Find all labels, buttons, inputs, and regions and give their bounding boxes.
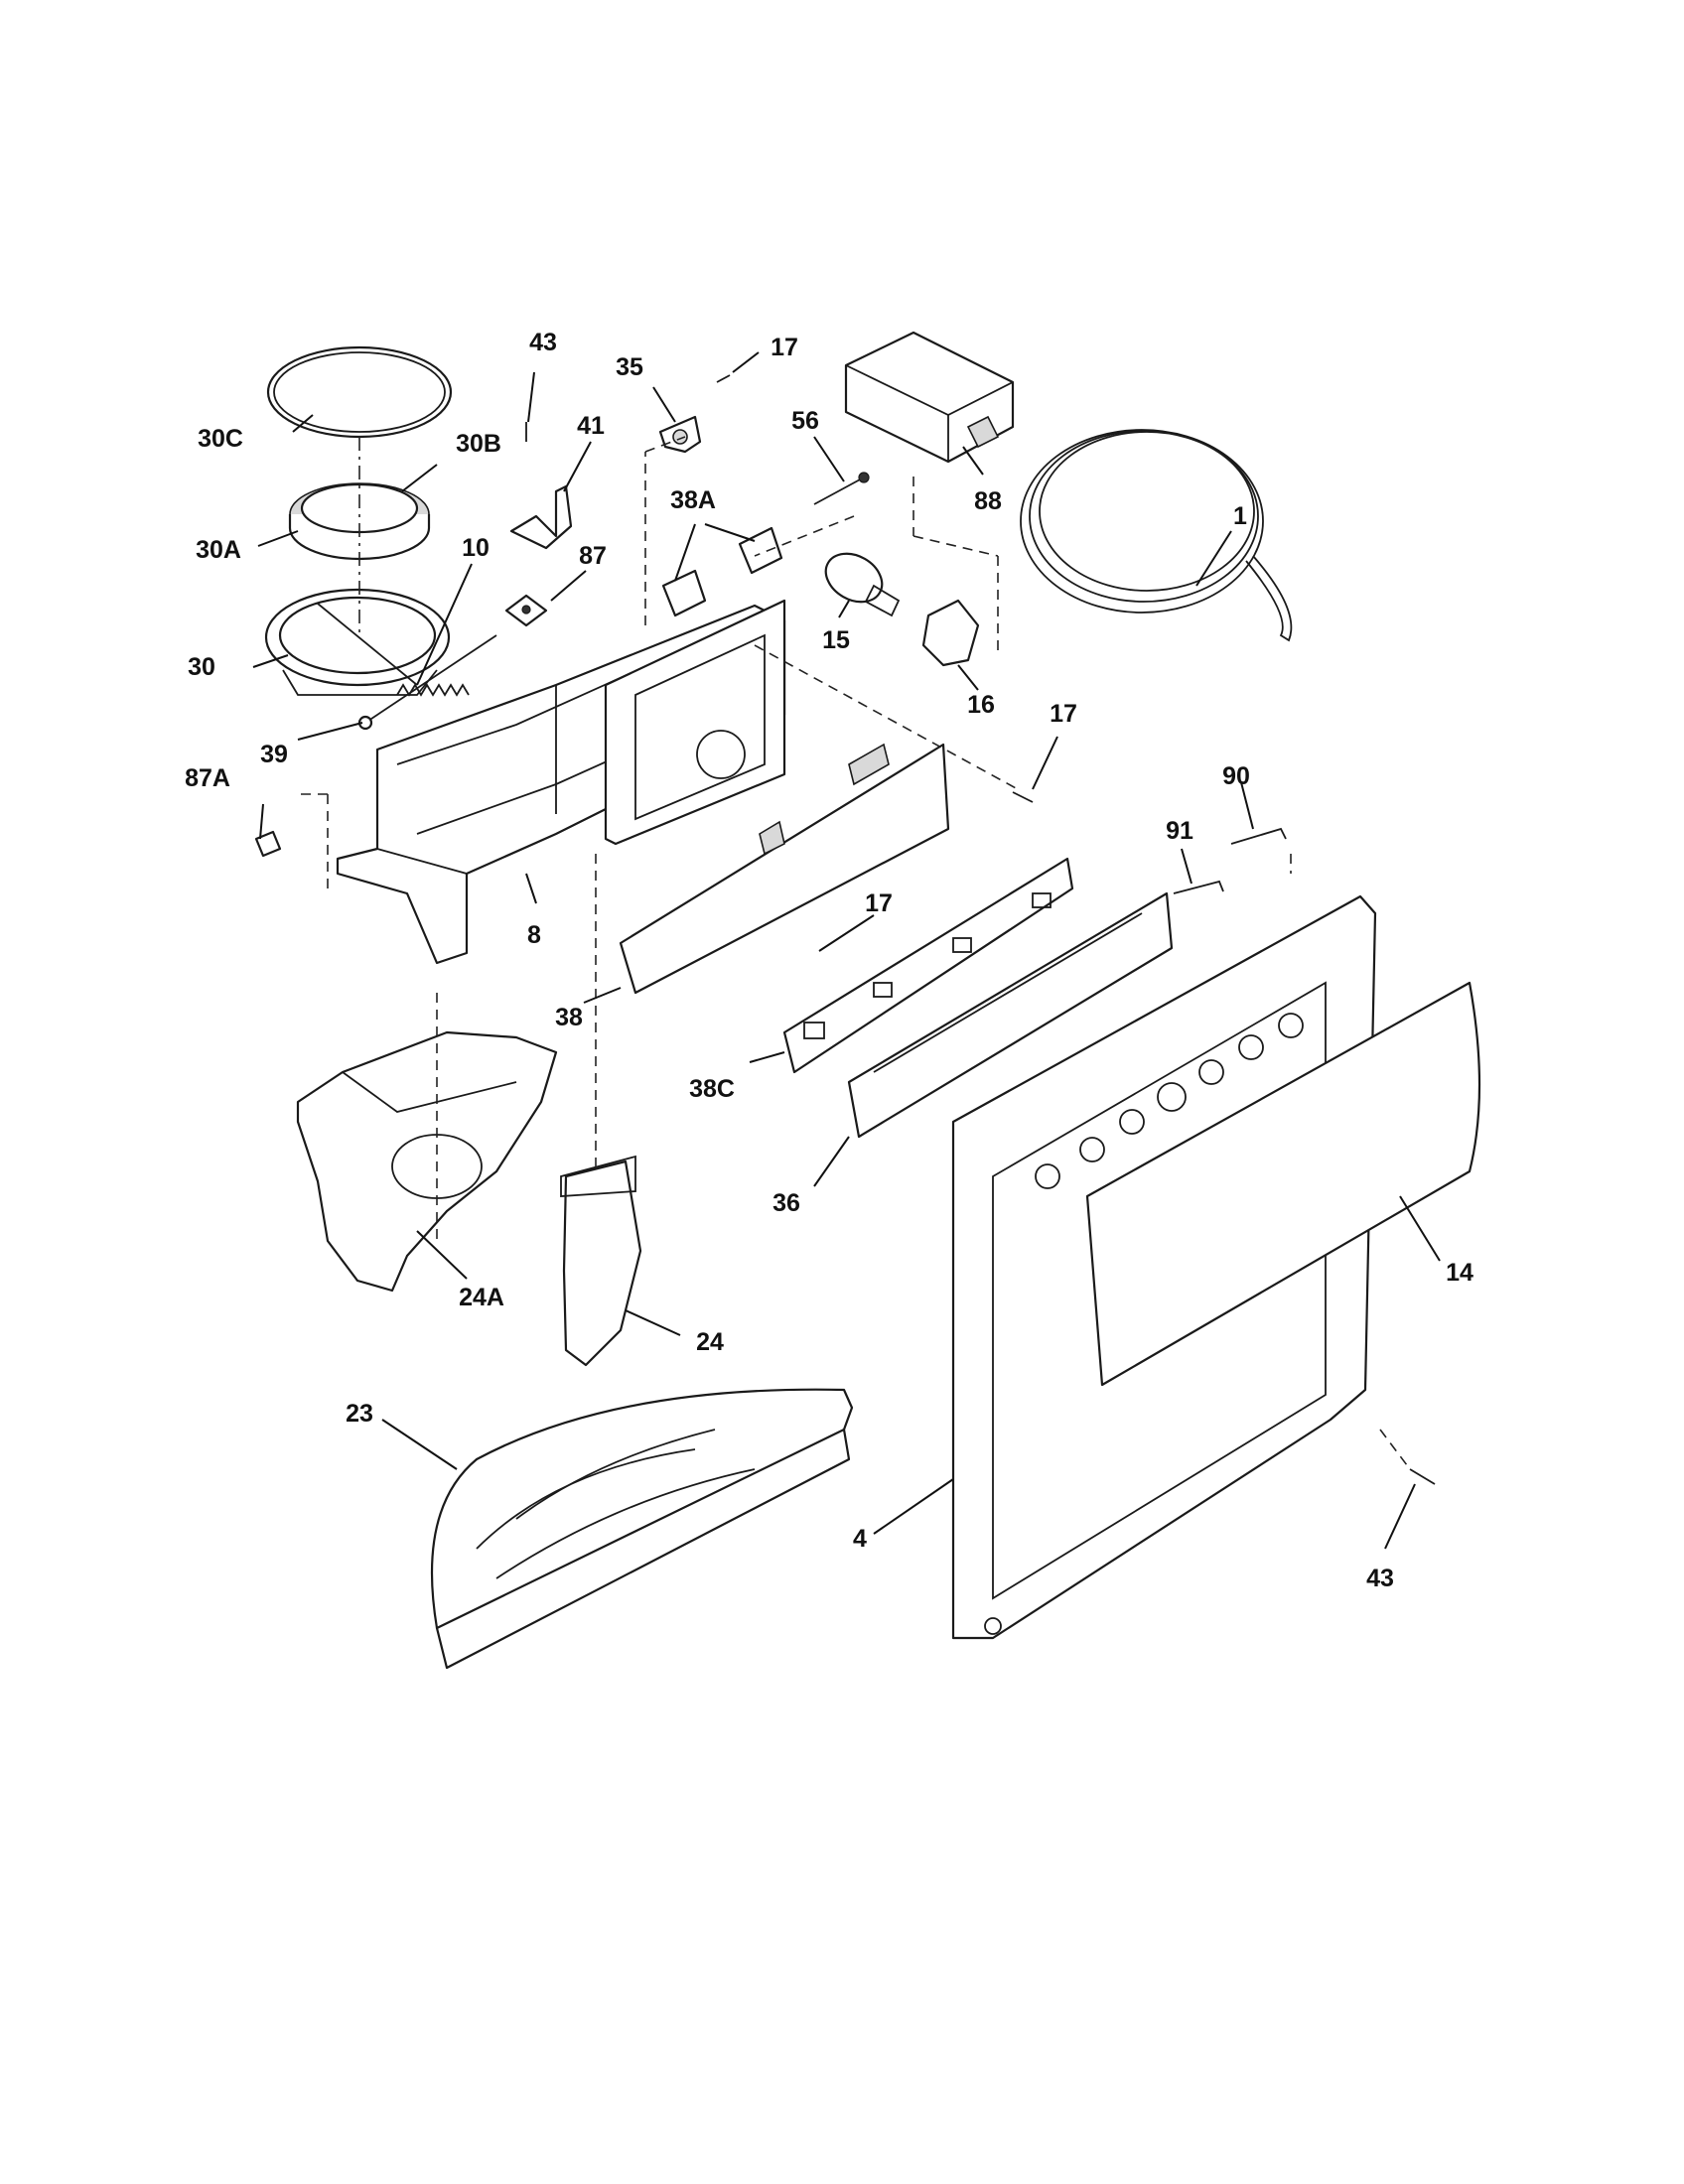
callout-38: 38: [555, 1004, 583, 1031]
part-87a-clip: [254, 830, 282, 858]
part-1-tubing: [1020, 429, 1293, 642]
callout-1: 1: [1233, 502, 1247, 530]
part-90-pin: [1230, 827, 1287, 845]
callout-41: 41: [577, 412, 605, 440]
part-38a-switches: [661, 526, 783, 617]
callout-87: 87: [579, 542, 607, 570]
part-24a-funnel: [296, 1030, 558, 1293]
callout-14: 14: [1446, 1259, 1474, 1287]
part-30c-gasket: [266, 345, 453, 439]
part-23-drip-tray: [431, 1388, 854, 1670]
leader-lines: [252, 351, 1441, 1550]
part-43-screw-bottom: [1409, 1468, 1436, 1485]
callout-30c: 30C: [198, 425, 243, 453]
callout-39: 39: [260, 741, 288, 768]
part-17-screw-top: [716, 374, 731, 383]
callout-43-bottom: 43: [1366, 1565, 1394, 1592]
part-35-switch: [658, 415, 702, 454]
part-30-ring-housing: [264, 588, 451, 696]
callout-30a: 30A: [196, 536, 241, 564]
callout-38a: 38A: [670, 486, 716, 514]
callout-10: 10: [462, 534, 490, 562]
part-38c-board: [782, 857, 1074, 1074]
part-control-bracket: [604, 599, 786, 846]
part-38-circuit-board: [619, 743, 950, 995]
part-17-screw-mid: [1012, 791, 1034, 803]
alignment-lines: [298, 436, 1411, 1470]
callout-30b: 30B: [456, 430, 501, 458]
part-56-screw: [813, 472, 870, 505]
callout-35: 35: [616, 353, 643, 381]
callout-43-top: 43: [529, 329, 557, 356]
callout-17-low: 17: [865, 889, 893, 917]
callout-91: 91: [1166, 817, 1193, 845]
part-24-paddle: [560, 1155, 642, 1367]
callout-36: 36: [772, 1189, 800, 1217]
part-15-bulb: [824, 552, 901, 617]
callout-15: 15: [822, 626, 850, 654]
callout-24: 24: [696, 1328, 724, 1356]
callout-38c: 38C: [689, 1075, 735, 1103]
callout-8: 8: [527, 921, 541, 949]
callout-87a: 87A: [185, 764, 230, 792]
part-91-pin: [1173, 880, 1224, 894]
callout-16: 16: [967, 691, 995, 719]
part-41-clip: [509, 484, 573, 550]
callout-24a: 24A: [459, 1284, 504, 1311]
callout-4: 4: [853, 1525, 867, 1553]
part-88-box: [844, 331, 1015, 464]
part-36-button-strip: [847, 891, 1174, 1139]
callout-labels: 43 35 17 30C 30B 41 56 88 1 38A 30A 10 8…: [185, 329, 1474, 1592]
callout-56: 56: [791, 407, 819, 435]
part-10-spring: [396, 683, 470, 697]
part-16-socket: [921, 599, 980, 667]
part-87-clip: [504, 594, 548, 627]
callout-17-mid: 17: [1050, 700, 1077, 728]
callout-23: 23: [346, 1400, 373, 1428]
callout-30: 30: [188, 653, 215, 681]
callout-90: 90: [1222, 762, 1250, 790]
callout-88: 88: [974, 487, 1002, 515]
callout-17-top: 17: [771, 334, 798, 361]
part-39-rod: [357, 634, 497, 731]
part-14-overlay: [1085, 981, 1481, 1387]
